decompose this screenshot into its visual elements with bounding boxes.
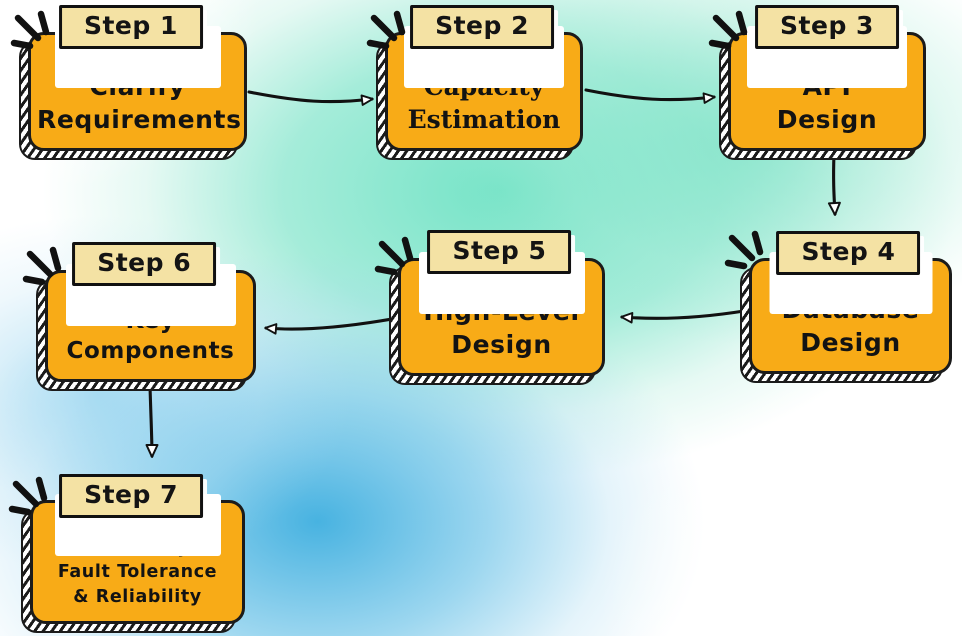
connector-step4-step5 bbox=[620, 309, 746, 324]
connector-step2-step3 bbox=[584, 88, 716, 104]
step-node-1[interactable]: Clarify Requirements Step 1 bbox=[19, 5, 247, 160]
step-node-4[interactable]: Database Design Step 4 bbox=[740, 231, 952, 383]
step-node-5[interactable]: High-Level Design Step 5 bbox=[389, 230, 605, 385]
step-node-6[interactable]: Dive into Key Components Step 6 bbox=[36, 242, 256, 391]
step-node-3[interactable]: API Design Step 3 bbox=[719, 5, 926, 160]
step-node-7[interactable]: Address Scalability, Fault Tolerance & R… bbox=[21, 474, 245, 633]
step-tag-label: Step 1 bbox=[58, 5, 203, 49]
step-tag-label: Step 5 bbox=[427, 230, 572, 274]
step-tag-label: Step 4 bbox=[776, 231, 921, 275]
step-node-2[interactable]: Capacity Estimation Step 2 bbox=[376, 5, 583, 160]
connector-step6-step7 bbox=[145, 384, 159, 458]
connector-step5-step6 bbox=[264, 317, 394, 335]
connector-step1-step2 bbox=[247, 90, 374, 106]
connector-step3-step4 bbox=[827, 152, 841, 216]
step-tag-label: Step 2 bbox=[410, 5, 554, 49]
step-tag-label: Step 3 bbox=[755, 5, 899, 49]
step-tag-label: Step 7 bbox=[59, 474, 203, 518]
step-tag-label: Step 6 bbox=[72, 242, 217, 286]
